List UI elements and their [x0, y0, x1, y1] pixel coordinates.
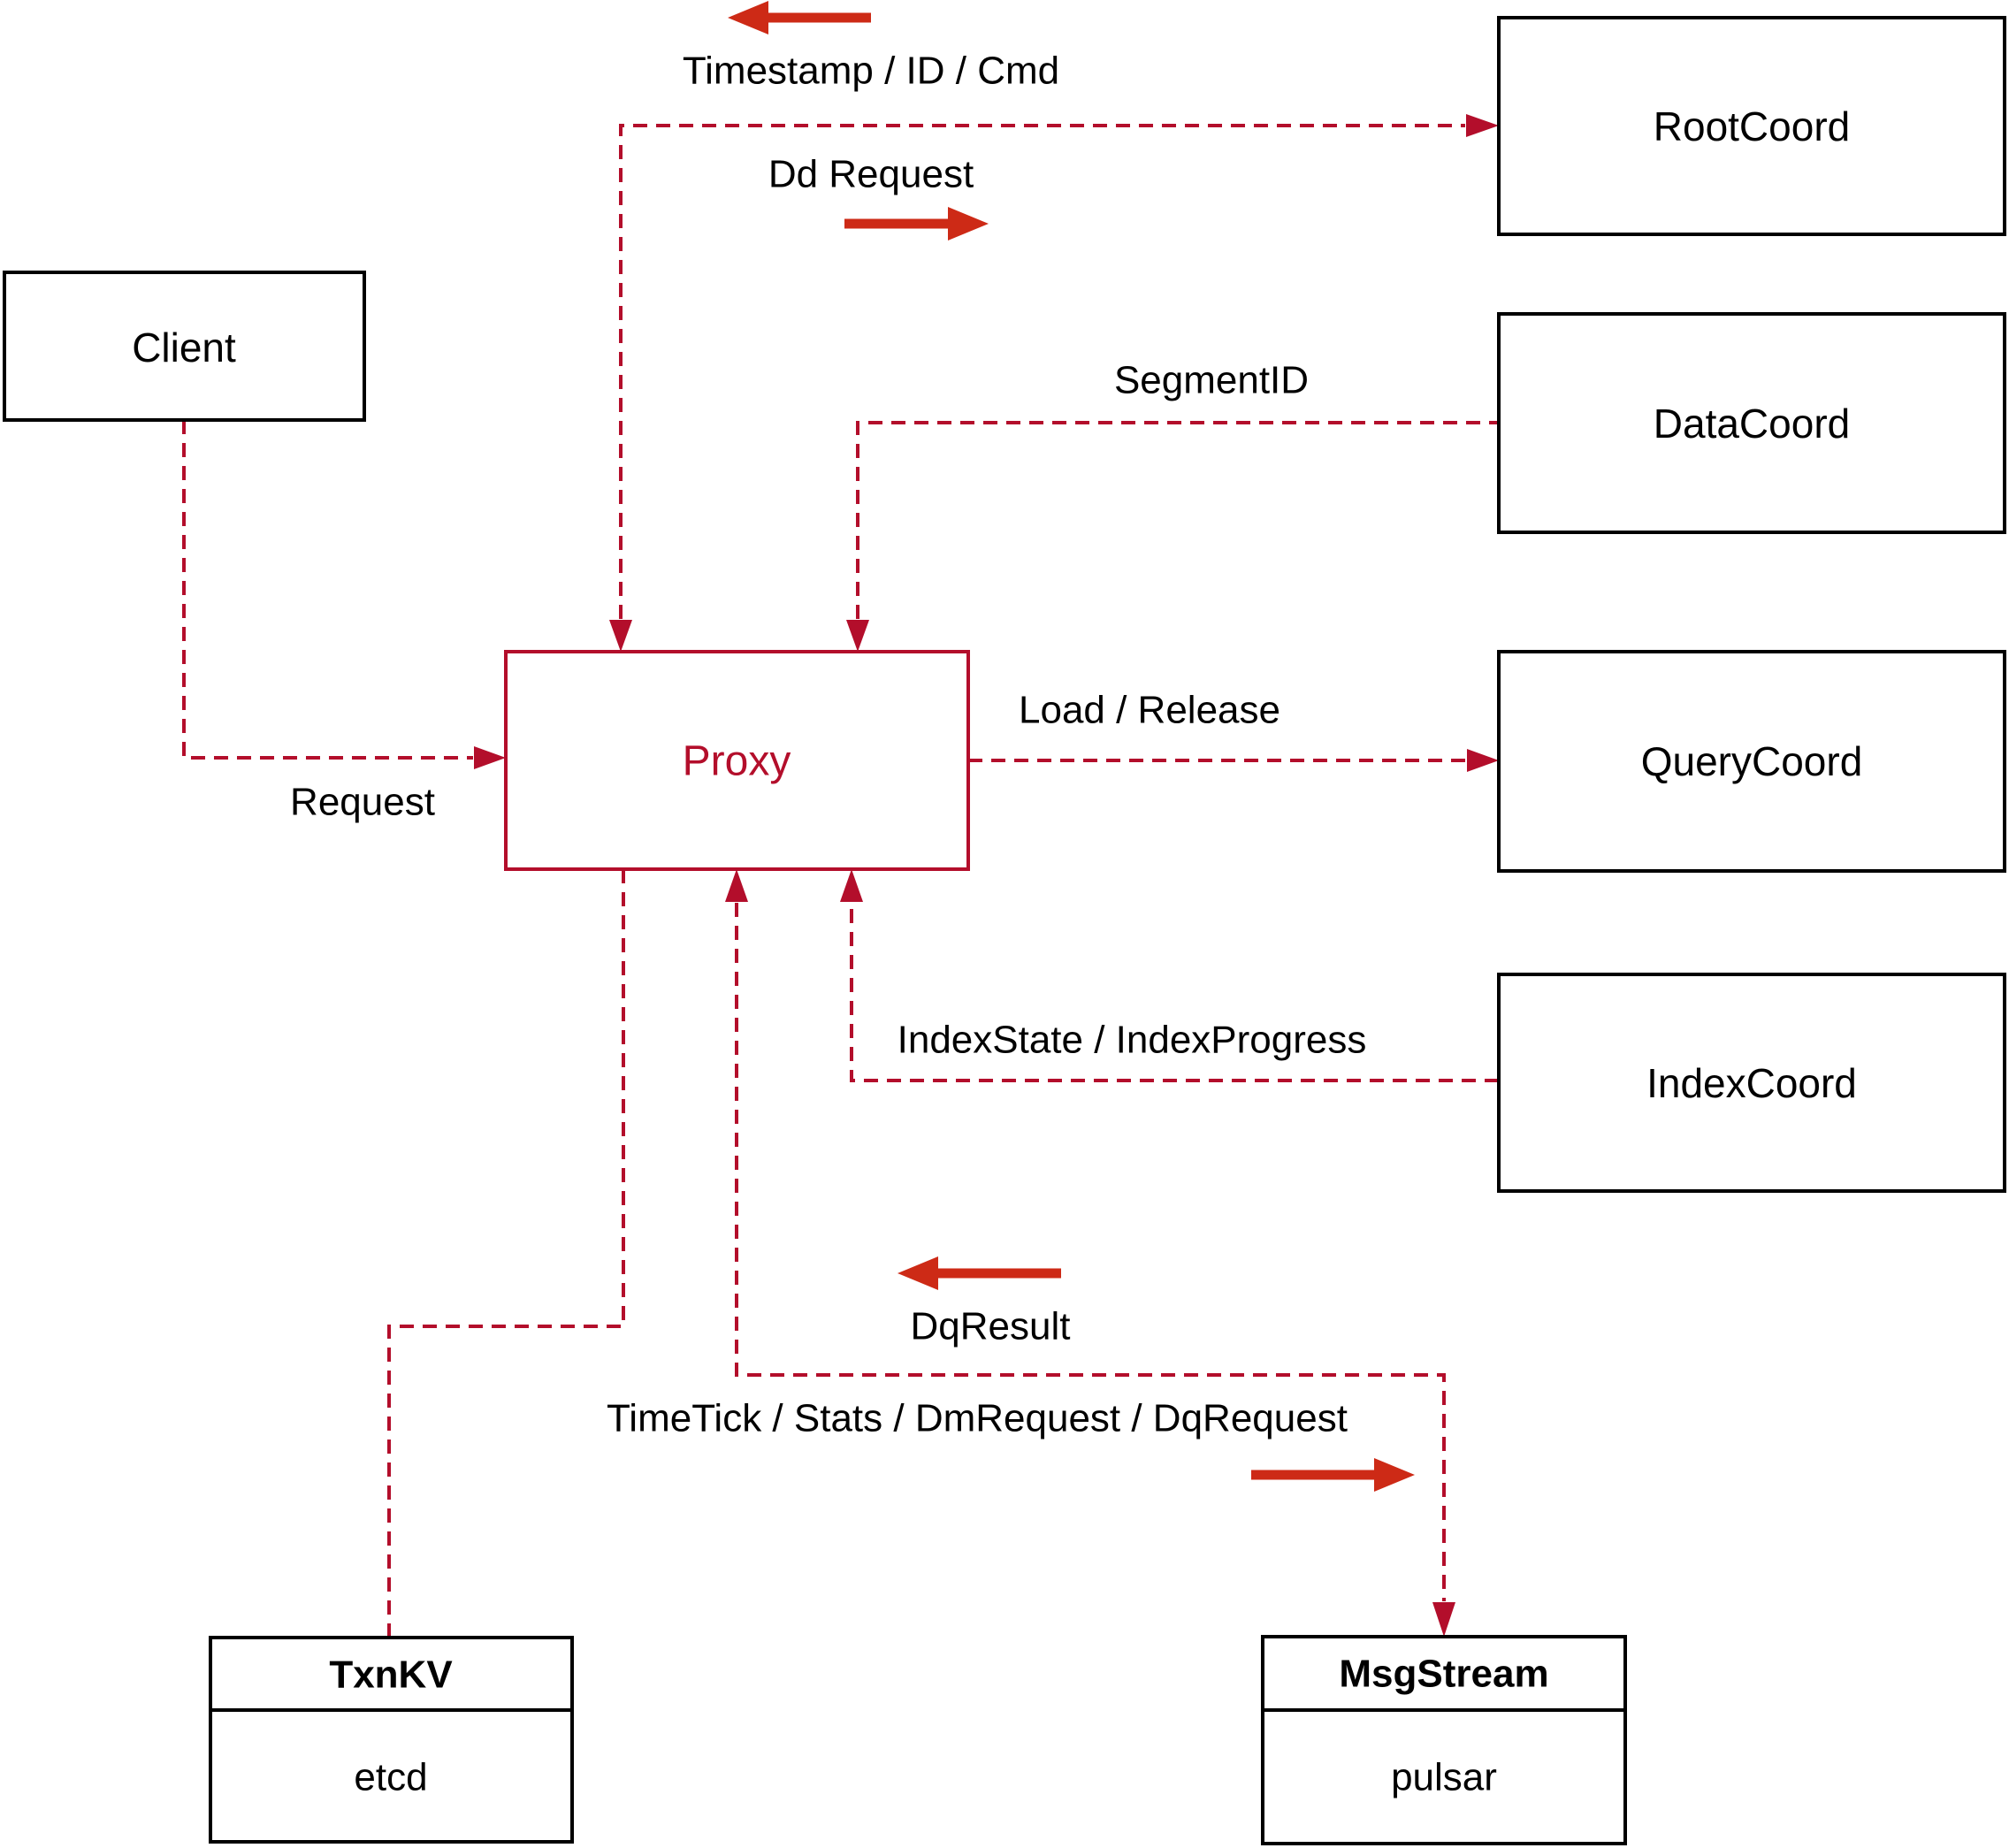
direction-arrows: [728, 1, 1415, 1492]
client-box: [3, 271, 366, 422]
txnkv-subtitle: etcd: [354, 1756, 427, 1799]
indexcoord-box: [1497, 973, 2006, 1193]
dq-result-label: DqResult: [911, 1305, 1071, 1348]
index-state-label: IndexState / IndexProgress: [898, 1019, 1367, 1062]
edge-proxy-rootcoord: [619, 124, 1465, 619]
datacoord-box: [1497, 312, 2006, 534]
arrowhead-into-proxy-top-right-icon: [846, 620, 869, 652]
edge-client-proxy: [182, 420, 473, 760]
msgstream-title: MsgStream: [1339, 1653, 1548, 1696]
arrowhead-into-proxy-left-icon: [474, 746, 506, 769]
edges: [182, 114, 1499, 1637]
querycoord-label: QueryCoord: [1641, 738, 1863, 784]
arrowhead-into-msgstream-icon: [1432, 1602, 1455, 1637]
left-arrow-dqresult-icon: [898, 1256, 1061, 1290]
msgstream-box: [1261, 1635, 1627, 1845]
edge-indexcoord-proxy: [850, 903, 1499, 1082]
edge-datacoord-proxy: [856, 421, 1499, 619]
msgstream-subtitle: pulsar: [1391, 1756, 1497, 1799]
edge-proxy-msgstream: [735, 903, 1446, 1601]
proxy-box: [504, 650, 970, 871]
rootcoord-label: RootCoord: [1654, 103, 1850, 149]
txnkv-box: [209, 1636, 574, 1844]
request-label: Request: [290, 781, 435, 824]
arrowhead-into-proxy-top-left-icon: [609, 620, 632, 652]
querycoord-box: [1497, 650, 2006, 873]
arrowhead-into-proxy-bottom-right-icon: [840, 869, 863, 902]
txnkv-title: TxnKV: [329, 1653, 453, 1697]
edge-labels: Timestamp / ID / Cmd Dd Request SegmentI…: [290, 50, 1366, 1440]
nodes: Client Proxy RootCoord DataCoord QueryCo…: [3, 16, 2006, 1845]
arrowhead-into-proxy-bottom-center-icon: [725, 869, 748, 902]
edge-proxy-txnkv: [387, 869, 625, 1636]
segment-id-label: SegmentID: [1114, 359, 1309, 402]
proxy-label: Proxy: [683, 738, 791, 785]
timestamp-id-cmd-label: Timestamp / ID / Cmd: [683, 50, 1059, 93]
right-arrow-dd-request-icon: [844, 207, 989, 241]
time-tick-label: TimeTick / Stats / DmRequest / DqRequest: [607, 1397, 1348, 1440]
right-arrow-timetick-icon: [1251, 1458, 1415, 1492]
datacoord-label: DataCoord: [1654, 401, 1850, 447]
indexcoord-label: IndexCoord: [1646, 1060, 1857, 1106]
dd-request-label: Dd Request: [768, 153, 974, 196]
arrowhead-into-rootcoord-icon: [1466, 114, 1499, 137]
load-release-label: Load / Release: [1019, 689, 1280, 732]
client-label: Client: [132, 325, 236, 370]
rootcoord-box: [1497, 16, 2006, 236]
arrowhead-into-querycoord-icon: [1467, 749, 1499, 772]
left-arrow-timestamp-icon: [728, 1, 871, 34]
